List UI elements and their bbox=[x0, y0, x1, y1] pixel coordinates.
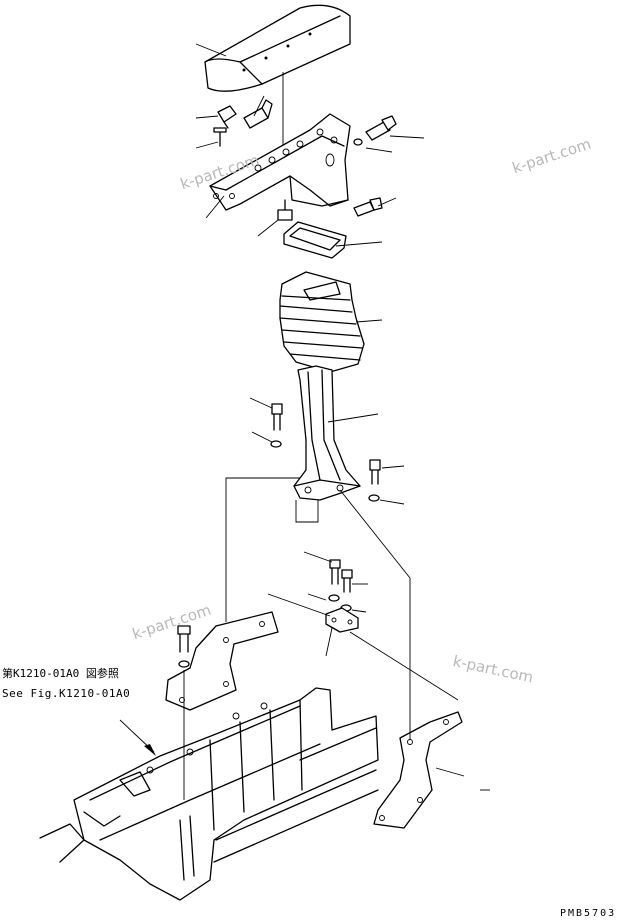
reference-english: See Fig.K1210-01A0 bbox=[2, 687, 131, 700]
reference-arrow bbox=[144, 744, 156, 756]
bolt-right-lower bbox=[353, 197, 383, 217]
assembly-lines bbox=[183, 477, 459, 800]
cover-plate bbox=[283, 221, 347, 259]
bracket-left bbox=[165, 611, 279, 711]
plug bbox=[243, 99, 273, 129]
bolt-clip bbox=[277, 199, 293, 221]
bracket-small bbox=[325, 607, 359, 633]
bolt-left bbox=[271, 403, 283, 431]
bracket-right bbox=[373, 711, 463, 829]
reference-japanese: 第K1210-01A0 図参照 bbox=[2, 667, 119, 680]
clip bbox=[217, 105, 237, 129]
bracket bbox=[209, 113, 351, 211]
bolt-mount bbox=[177, 625, 191, 668]
washer-left bbox=[270, 440, 282, 448]
lever-stand bbox=[293, 365, 361, 501]
rubber-boot bbox=[279, 271, 365, 373]
bolt-stand bbox=[369, 459, 381, 485]
screw bbox=[213, 127, 227, 147]
washer-stand bbox=[368, 494, 380, 502]
washer-upper bbox=[353, 138, 363, 146]
figure-code: PMB5703 bbox=[560, 908, 617, 919]
leader-lines bbox=[119, 43, 490, 791]
bolt-right-upper bbox=[365, 115, 397, 141]
bolt-pair bbox=[329, 559, 353, 593]
armrest-pad bbox=[204, 4, 351, 150]
frame bbox=[39, 687, 379, 901]
